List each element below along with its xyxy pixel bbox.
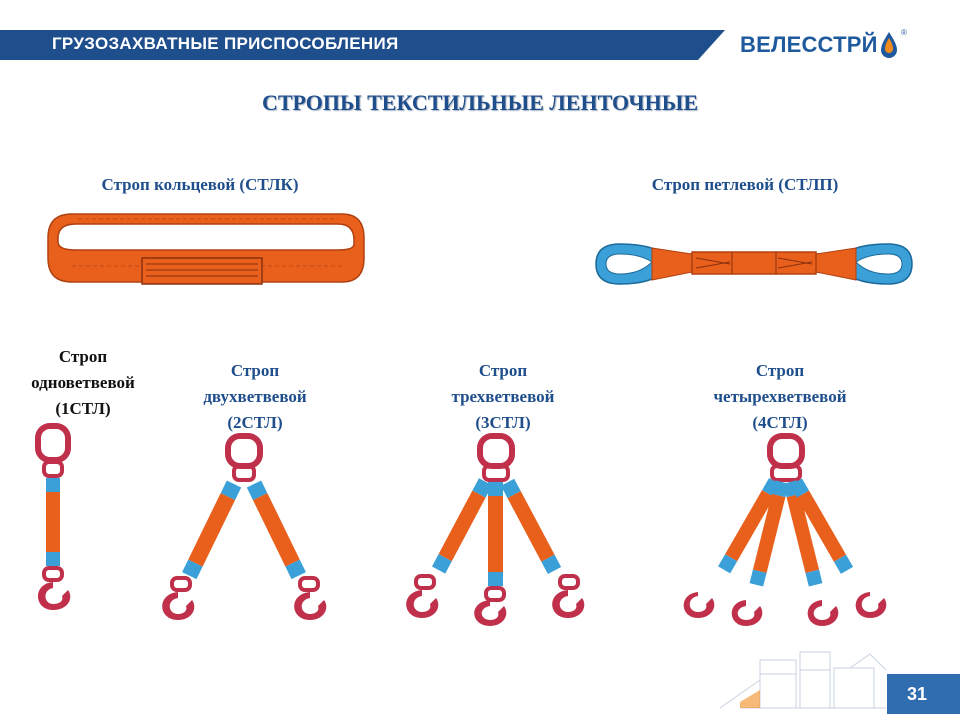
loop-sling-illustration	[595, 243, 913, 285]
header-bar	[0, 30, 960, 60]
one-leg-sling-illustration	[35, 423, 71, 610]
page-number: 31	[906, 684, 928, 704]
section-title: ГРУЗОЗАХВАТНЫЕ ПРИСПОСОБЛЕНИЯ	[52, 34, 399, 53]
page-number-box	[887, 674, 960, 714]
drop-icon	[881, 32, 897, 58]
ring-sling-illustration	[47, 213, 365, 285]
two-leg-sling-illustration	[162, 433, 327, 620]
four-leg-sling-illustration	[683, 433, 887, 626]
company-logo: ВЕЛЕССТРЙ ®	[740, 28, 920, 62]
ring-sling-label: Строп кольцевой (СТЛК)	[101, 175, 299, 194]
registered-mark: ®	[901, 28, 907, 37]
three-leg-sling-illustration	[406, 433, 585, 626]
loop-sling-label: Строп петлевой (СТЛП)	[651, 175, 839, 194]
slide-title: СТРОПЫ ТЕКСТИЛЬНЫЕ ЛЕНТОЧНЫЕ	[261, 90, 699, 115]
header-bar-shape	[0, 30, 725, 60]
footer-building-sketch	[719, 651, 887, 709]
logo-text: ВЕЛЕССТРЙ	[740, 32, 878, 57]
